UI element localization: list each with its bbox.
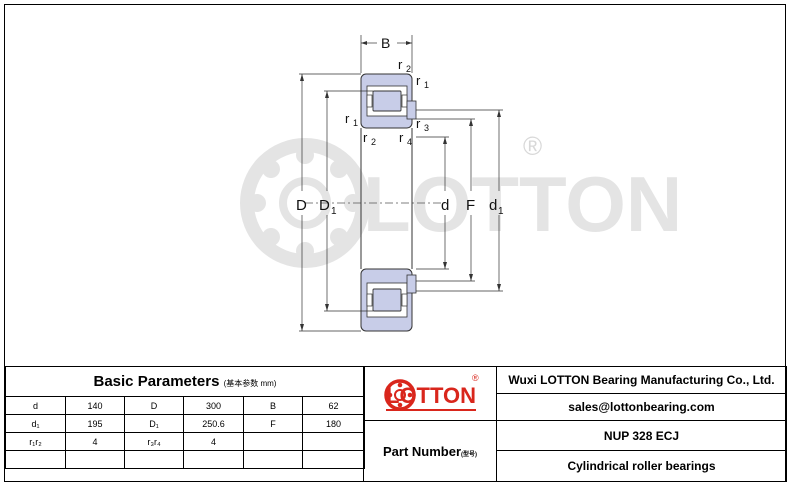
bearing-drawing: LOTTON ® bbox=[5, 5, 785, 365]
table-cell bbox=[302, 432, 365, 451]
table-cell: r₁r₂ bbox=[5, 432, 66, 451]
label-r3: r bbox=[416, 116, 421, 131]
table-row bbox=[5, 450, 365, 469]
bearing-upper-section bbox=[360, 73, 417, 129]
table-cell: 140 bbox=[65, 396, 125, 415]
table-cell: d₁ bbox=[5, 414, 66, 433]
table-cell: 300 bbox=[183, 396, 244, 415]
table-cell bbox=[243, 432, 303, 451]
part-model: NUP 328 ECJ bbox=[496, 420, 787, 451]
label-r1-left: r bbox=[345, 111, 350, 126]
watermark-text: LOTTON bbox=[363, 160, 682, 248]
label-r1-top-sub: 1 bbox=[424, 80, 429, 90]
label-F: F bbox=[466, 197, 475, 214]
label-d1-sub: 1 bbox=[498, 206, 504, 217]
label-r2-top-sub: 2 bbox=[406, 64, 411, 74]
dimension-D: D bbox=[296, 73, 361, 332]
watermark-logo: LOTTON ® bbox=[240, 131, 682, 268]
dimension-d: d bbox=[416, 136, 449, 270]
logo-text: LOTTON bbox=[386, 383, 476, 408]
watermark-registered: ® bbox=[523, 131, 542, 161]
label-r2-bottom: r bbox=[363, 130, 368, 145]
logo-registered: ® bbox=[472, 373, 479, 383]
table-cell: 195 bbox=[65, 414, 125, 433]
table-cell: r₃r₄ bbox=[124, 432, 184, 451]
table-cell: D bbox=[124, 396, 184, 415]
dimension-B: B bbox=[360, 35, 413, 73]
table-cell bbox=[302, 450, 365, 469]
label-D: D bbox=[296, 197, 307, 214]
table-cell: d bbox=[5, 396, 66, 415]
table-cell: 4 bbox=[183, 432, 244, 451]
label-r4-sub: 4 bbox=[407, 137, 412, 147]
table-cell: F bbox=[243, 414, 303, 433]
part-number-label-cell: Part Number (型号) bbox=[363, 420, 497, 482]
label-r4: r bbox=[399, 130, 404, 145]
table-cell: 62 bbox=[302, 396, 365, 415]
table-cell bbox=[124, 450, 184, 469]
label-D1: D bbox=[319, 197, 330, 214]
bearing-section-svg: LOTTON ® bbox=[240, 35, 682, 332]
table-cell: B bbox=[243, 396, 303, 415]
table-row: d₁ 195 D₁ 250.6 F 180 bbox=[5, 414, 365, 433]
company-name: Wuxi LOTTON Bearing Manufacturing Co., L… bbox=[496, 366, 787, 394]
part-number-note: (型号) bbox=[461, 451, 478, 458]
table-row: d 140 D 300 B 62 bbox=[5, 396, 365, 415]
table-row: r₁r₂ 4 r₃r₄ 4 bbox=[5, 432, 365, 451]
table-cell bbox=[183, 450, 244, 469]
dimension-d1: d 1 bbox=[416, 109, 504, 292]
table-cell bbox=[243, 450, 303, 469]
label-d: d bbox=[441, 197, 449, 214]
label-r2-bottom-sub: 2 bbox=[371, 137, 376, 147]
table-cell: 180 bbox=[302, 414, 365, 433]
label-B: B bbox=[381, 35, 390, 51]
table-cell: 4 bbox=[65, 432, 125, 451]
basic-parameters-title: Basic Parameters bbox=[93, 373, 220, 390]
lotton-logo: LOTTON ® bbox=[384, 373, 479, 411]
table-cell bbox=[65, 450, 125, 469]
table-cell: 250.6 bbox=[183, 414, 244, 433]
dimension-F: F bbox=[416, 118, 475, 282]
label-r2-top: r bbox=[398, 57, 403, 72]
basic-parameters-table: Basic Parameters (基本参数 mm) d 140 D 300 B… bbox=[5, 366, 365, 469]
table-cell: D₁ bbox=[124, 414, 184, 433]
datasheet: LOTTON ® bbox=[4, 4, 787, 482]
label-d1: d bbox=[489, 197, 497, 214]
part-number-label: Part Number bbox=[382, 443, 462, 459]
bearing-lower-section bbox=[360, 268, 417, 332]
dimension-D1: D 1 bbox=[319, 90, 373, 312]
label-r1-top: r bbox=[416, 73, 421, 88]
company-email[interactable]: sales@lottonbearing.com bbox=[496, 393, 787, 421]
label-D1-sub: 1 bbox=[331, 206, 337, 217]
spec-panel: Basic Parameters (基本参数 mm) d 140 D 300 B… bbox=[5, 366, 787, 482]
part-type: Cylindrical roller bearings bbox=[496, 450, 787, 482]
label-r3-sub: 3 bbox=[424, 123, 429, 133]
logo-cell: LOTTON ® bbox=[363, 366, 497, 421]
basic-parameters-note: (基本参数 mm) bbox=[223, 379, 277, 388]
label-r1-left-sub: 1 bbox=[353, 118, 358, 128]
table-cell bbox=[5, 450, 66, 469]
basic-parameters-heading: Basic Parameters (基本参数 mm) bbox=[5, 366, 365, 397]
